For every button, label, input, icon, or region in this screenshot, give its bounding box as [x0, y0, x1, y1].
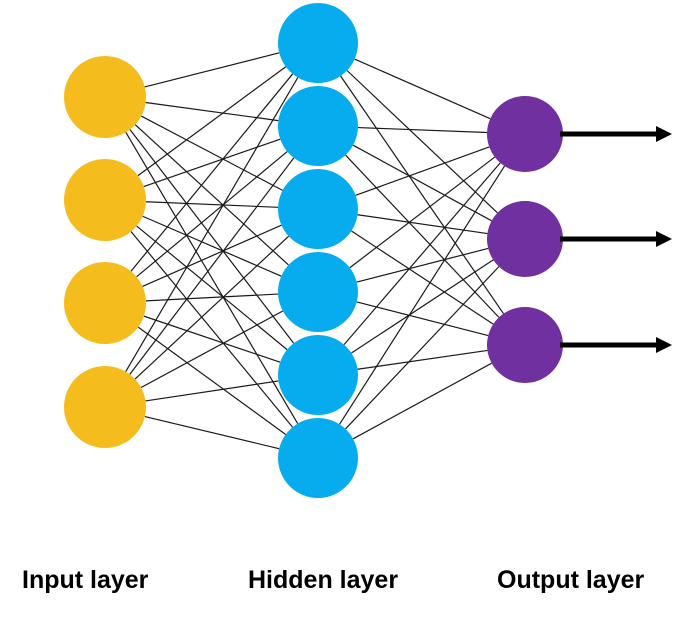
edge-input-1-hidden-6 [125, 132, 299, 424]
edge-hidden-4-output-1 [349, 156, 496, 269]
output-arrow-head-1 [656, 126, 672, 142]
edge-input-1-hidden-2 [145, 101, 279, 122]
output-node-3 [487, 307, 563, 383]
edge-input-3-hidden-6 [137, 326, 287, 435]
edge-hidden-1-output-3 [340, 75, 505, 314]
node-group-output [487, 96, 563, 383]
edge-input-1-hidden-3 [141, 115, 283, 191]
edge-hidden-5-output-3 [357, 349, 488, 370]
edge-input-4-hidden-5 [145, 380, 279, 402]
edge-input-3-hidden-5 [143, 315, 281, 363]
edge-hidden-4-output-3 [356, 301, 489, 337]
input-node-3 [64, 262, 146, 344]
edge-hidden-3-output-2 [357, 214, 488, 235]
edge-hidden-3-output-1 [355, 146, 490, 196]
input-node-2 [64, 159, 146, 241]
edge-input-2-hidden-6 [130, 231, 293, 428]
edge-hidden-5-output-2 [351, 259, 494, 354]
edge-hidden-6-output-1 [339, 165, 506, 425]
edge-hidden-2-output-2 [352, 144, 492, 222]
edge-hidden-1-output-2 [346, 70, 498, 214]
edge-input-4-hidden-1 [125, 77, 299, 372]
edge-hidden-2-output-3 [345, 154, 500, 318]
edge-hidden-6-output-2 [345, 266, 500, 430]
edge-input-2-hidden-2 [143, 138, 281, 188]
edge-input-4-hidden-6 [144, 415, 280, 450]
hidden-node-1 [278, 3, 358, 83]
edge-input-4-hidden-2 [129, 157, 295, 375]
edge-input-3-hidden-3 [142, 224, 282, 287]
output-arrow-head-3 [656, 337, 672, 353]
edge-hidden-2-output-1 [357, 126, 488, 134]
output-arrow-group [560, 126, 672, 353]
hidden-node-4 [278, 252, 358, 332]
hidden-node-3 [278, 169, 358, 249]
node-group-hidden [278, 3, 358, 498]
edge-input-2-hidden-4 [142, 215, 282, 277]
edge-group-hidden-output [339, 58, 506, 440]
input-node-4 [64, 366, 146, 448]
node-group-input [64, 56, 146, 448]
edge-input-3-hidden-1 [130, 73, 294, 272]
edge-input-1-hidden-5 [129, 129, 295, 344]
edge-group-input-hidden [125, 52, 299, 450]
layer-label-hidden: Hidden layer [248, 566, 398, 594]
edge-hidden-4-output-2 [356, 247, 489, 283]
edge-input-2-hidden-1 [137, 66, 287, 177]
edge-input-2-hidden-3 [145, 201, 279, 208]
edge-input-4-hidden-3 [134, 235, 290, 380]
output-node-2 [487, 201, 563, 277]
hidden-node-6 [278, 418, 358, 498]
output-node-1 [487, 96, 563, 172]
edge-input-1-hidden-4 [134, 124, 289, 266]
input-node-1 [64, 56, 146, 138]
edge-hidden-6-output-3 [352, 362, 492, 440]
edge-hidden-5-output-1 [343, 162, 501, 346]
hidden-node-5 [278, 335, 358, 415]
edge-hidden-1-output-1 [354, 58, 491, 120]
edge-input-3-hidden-2 [136, 151, 288, 278]
hidden-node-2 [278, 86, 358, 166]
edge-input-1-hidden-1 [144, 52, 280, 88]
edge-input-2-hidden-5 [136, 225, 288, 351]
layer-label-output: Output layer [497, 566, 645, 594]
edge-hidden-3-output-3 [351, 230, 494, 325]
edge-input-4-hidden-4 [140, 310, 284, 389]
output-arrow-head-2 [656, 231, 672, 247]
layer-label-input: Input layer [22, 566, 149, 594]
